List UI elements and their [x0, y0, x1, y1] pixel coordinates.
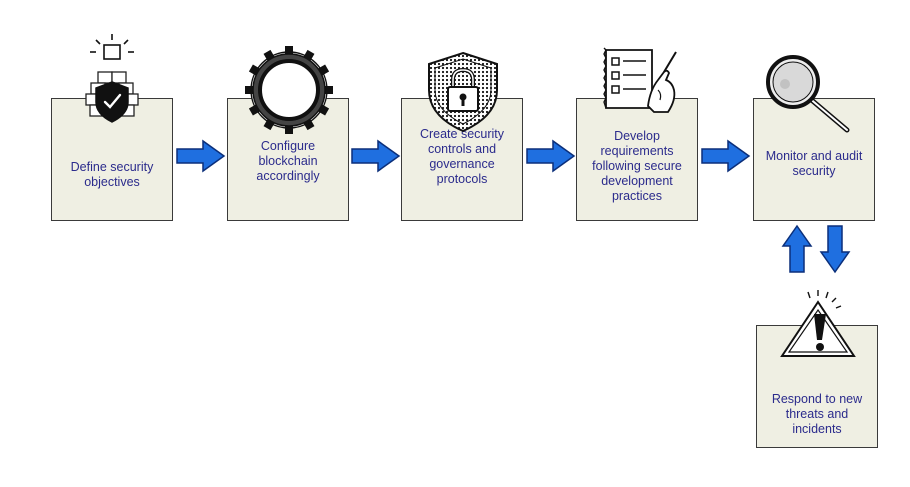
step-label-security-controls: Create security controls and governance …: [419, 126, 505, 186]
step-box-develop-requirements: Develop requirements following secure de…: [576, 98, 698, 221]
arrow-down: [819, 225, 851, 274]
magnifying-glass-icon: [766, 55, 850, 133]
step-label-monitor-audit: Monitor and audit security: [765, 148, 863, 178]
shield-lock-icon: [428, 51, 498, 133]
step-label-respond-threats: Respond to new threats and incidents: [771, 392, 863, 436]
arrow-up: [781, 224, 813, 273]
arrow-right-1: [176, 139, 226, 173]
arrow-right-4: [701, 139, 751, 173]
step-box-monitor-audit: Monitor and audit security: [753, 98, 875, 221]
gear-icon: [245, 46, 333, 134]
step-label-configure-blockchain: Configure blockchain accordingly: [256, 139, 320, 183]
shield-check-blocks-icon: [85, 34, 139, 123]
step-label-define-objectives: Define security objectives: [70, 159, 154, 189]
arrow-right-3: [526, 139, 576, 173]
step-label-develop-requirements: Develop requirements following secure de…: [592, 129, 682, 203]
arrow-right-2: [351, 139, 401, 173]
checklist-document-icon: [603, 47, 677, 113]
warning-triangle-icon: [780, 290, 856, 357]
